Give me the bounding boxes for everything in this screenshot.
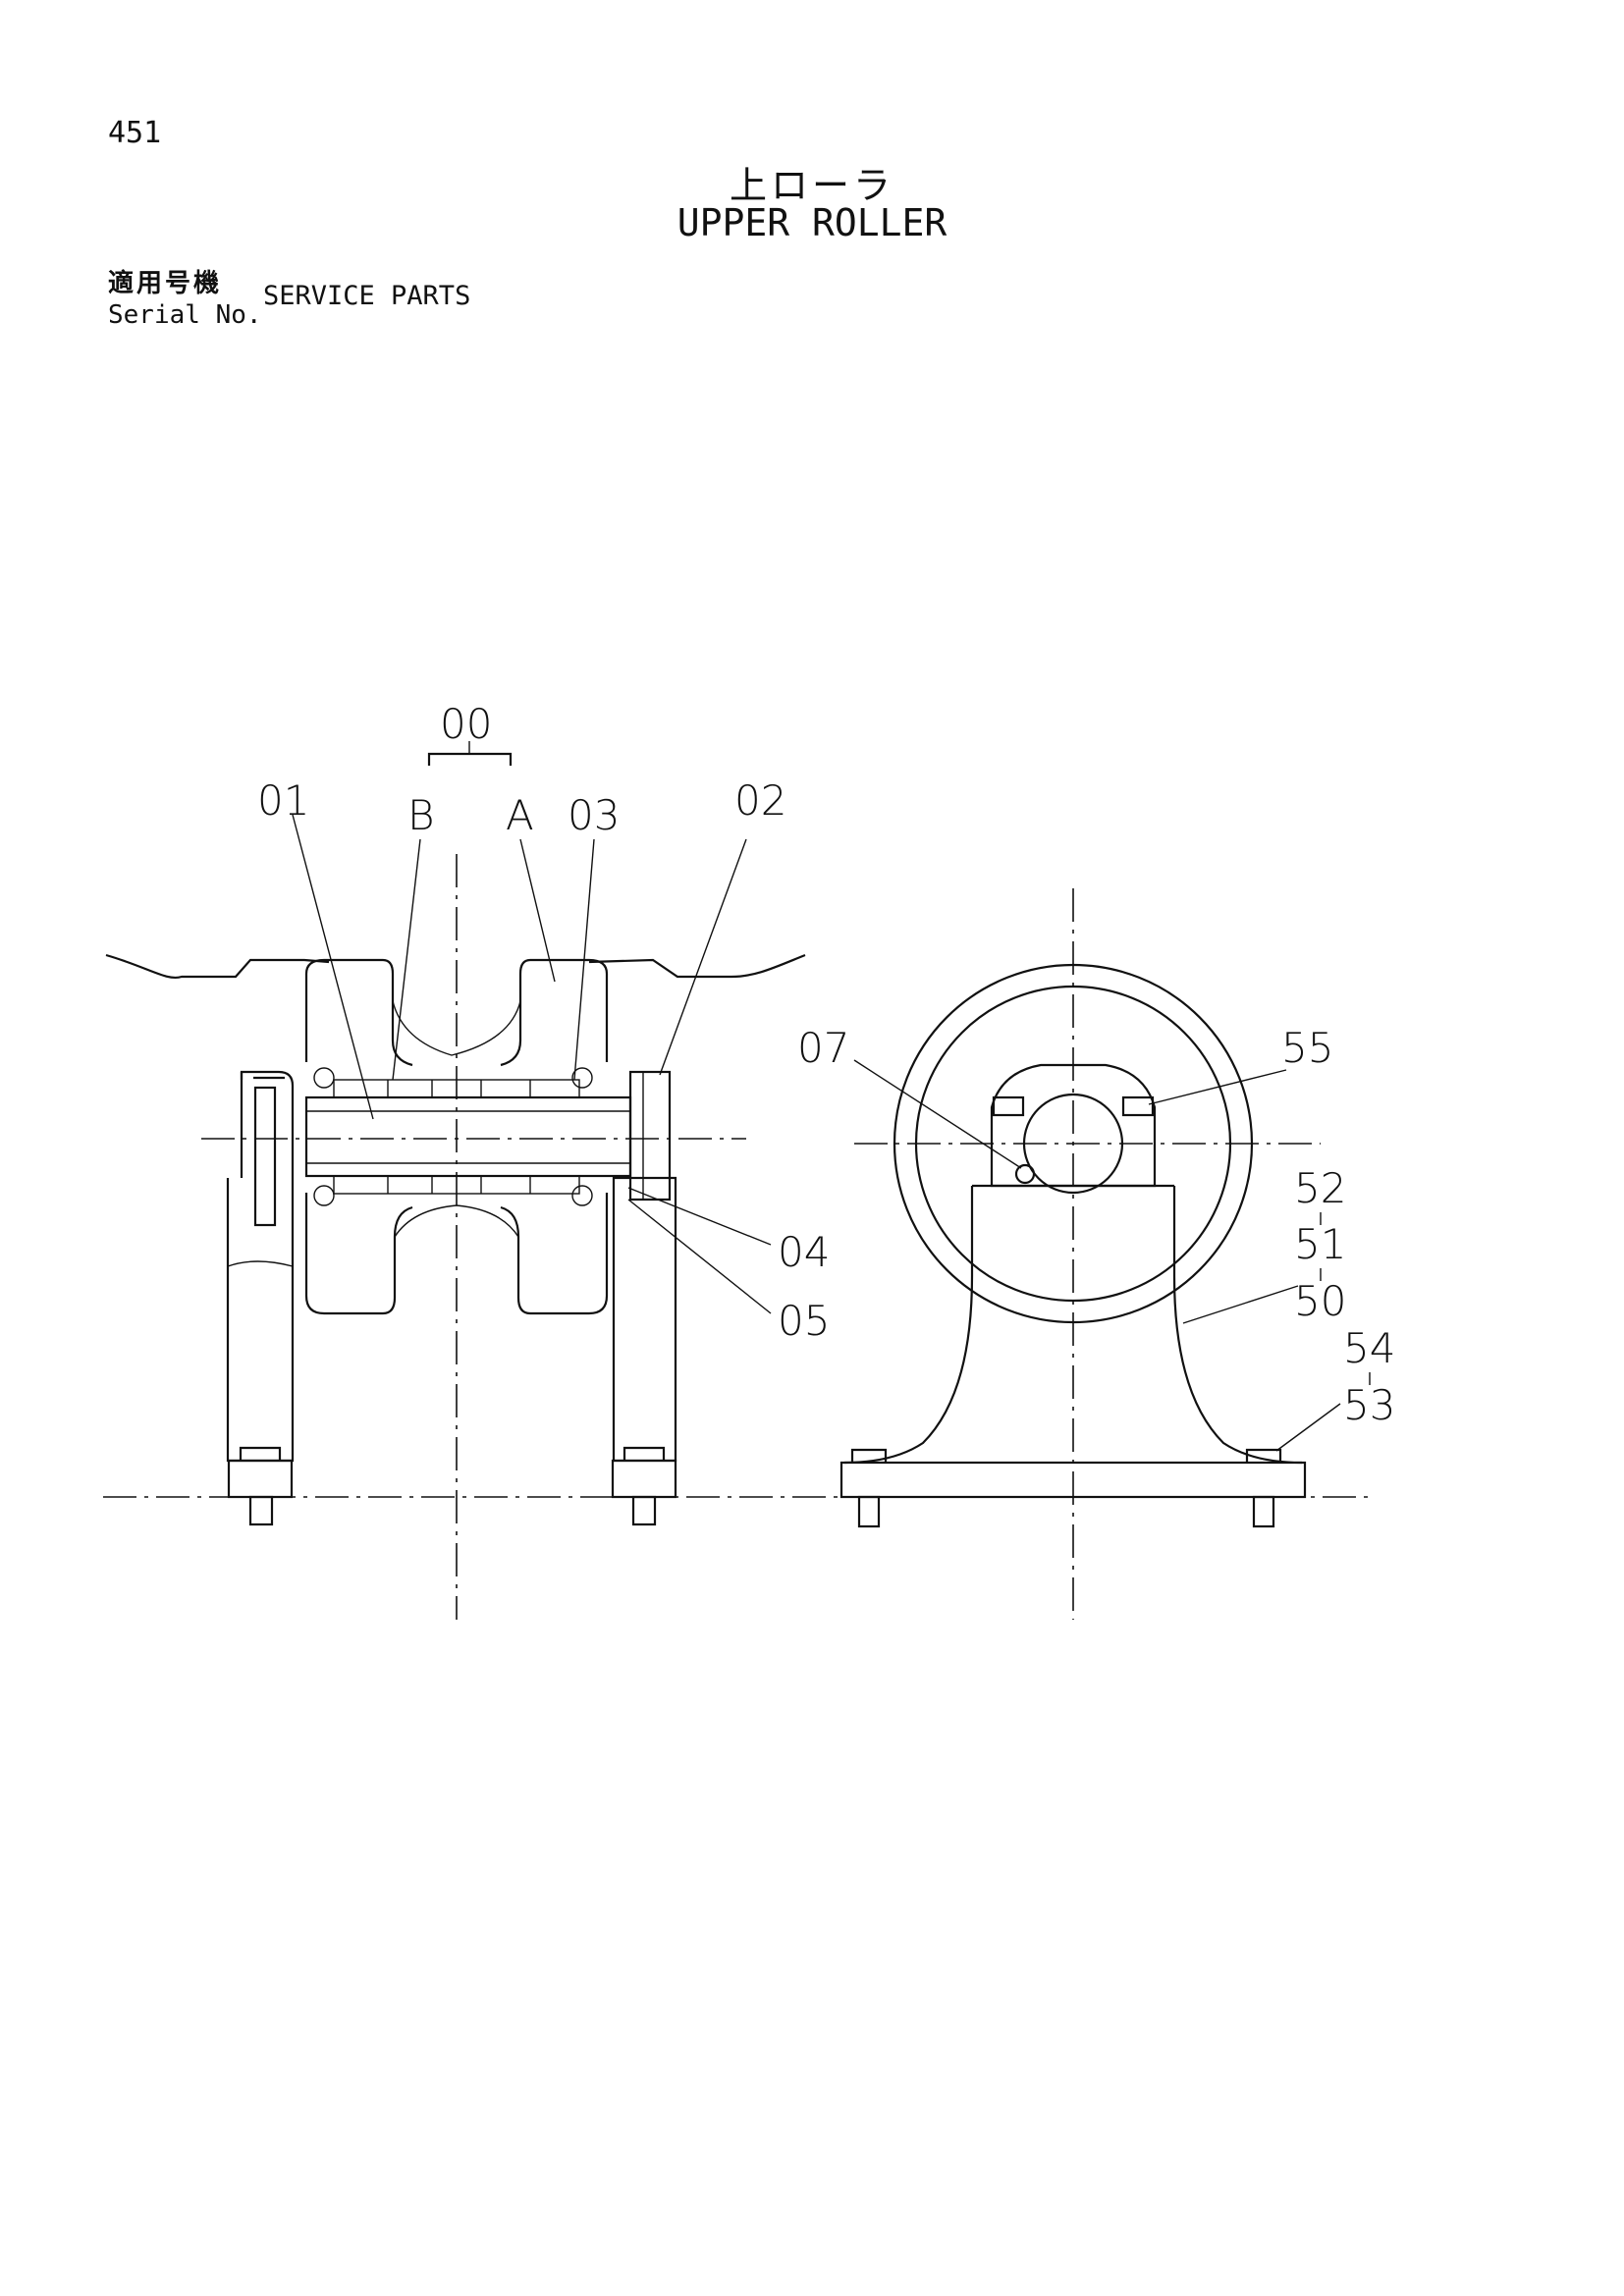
callout-51: 51: [1294, 1220, 1346, 1268]
roller-flange-lower-left: [304, 1193, 413, 1315]
callout-52: 52: [1294, 1164, 1346, 1212]
base-plate-left: [227, 1459, 294, 1499]
end-bolt-shank-right: [1252, 1495, 1275, 1528]
cap-bolt-right: [1121, 1095, 1155, 1117]
callout-55: 55: [1281, 1024, 1333, 1072]
bracket-left-break: [227, 1260, 294, 1267]
end-bolt-shank-left: [857, 1495, 881, 1528]
roller-groove-lower: [394, 1204, 519, 1238]
callout-bracket-00: [427, 752, 513, 766]
serial-value: SERVICE PARTS: [263, 281, 471, 311]
bolt-head-left: [239, 1446, 282, 1461]
roller-flange-upper-left: [304, 958, 413, 1067]
support-bracket-left-top: [240, 1072, 285, 1080]
seal-right-top: [571, 1067, 593, 1089]
track-link-left: [105, 953, 330, 980]
roller-flange-lower-right: [500, 1193, 609, 1315]
callout-04: 04: [778, 1228, 830, 1276]
leader-50: [1182, 1285, 1299, 1324]
shaft-circle: [1022, 1093, 1124, 1195]
grease-nipple: [1014, 1163, 1036, 1185]
cap-bolt-left: [992, 1095, 1025, 1117]
seal-left-top: [313, 1067, 335, 1089]
leader-A: [519, 838, 556, 983]
bolt-head-right: [623, 1446, 666, 1461]
pedestal-left-curve: [843, 1186, 974, 1465]
bolt-shank-right: [631, 1495, 657, 1526]
callout-07: 07: [797, 1024, 849, 1072]
callout-05: 05: [778, 1297, 830, 1345]
side-section-view: 00 01 B A 03 02 04 05: [103, 700, 1370, 1620]
end-bolt-head-right: [1245, 1448, 1282, 1463]
end-bolt-head-left: [850, 1448, 888, 1463]
support-bracket-left: [226, 1070, 295, 1463]
end-view: 07 55 52 51 50 54 53: [797, 888, 1395, 1620]
bearing-cap: [990, 1063, 1157, 1188]
roller-groove-upper: [392, 1000, 521, 1056]
leader-05: [627, 1199, 772, 1314]
callout-00: 00: [440, 700, 492, 748]
callout-01: 01: [257, 776, 309, 825]
roller-inner-circle: [914, 985, 1232, 1303]
callout-03: 03: [568, 791, 620, 839]
leader-55: [1148, 1069, 1287, 1105]
leader-01: [292, 814, 374, 1120]
bushing-bottom-sections: [387, 1176, 531, 1194]
end-view-base-plate: [839, 1461, 1307, 1499]
bushing-top-sections: [387, 1080, 531, 1097]
lock-bolt-left: [253, 1086, 277, 1227]
base-plate-right: [611, 1459, 677, 1499]
roller-outer-circle: [893, 963, 1254, 1324]
leader-03: [573, 838, 595, 1081]
diagram-title-english: UPPER ROLLER: [677, 201, 947, 244]
diagram-title-japanese: 上ローラ: [729, 164, 894, 207]
callout-54: 54: [1343, 1324, 1395, 1372]
callout-A: A: [506, 791, 534, 839]
shaft: [304, 1095, 632, 1178]
serial-label-japanese: 適用号機: [108, 269, 223, 298]
bushing-top: [333, 1079, 580, 1098]
callout-B: B: [407, 791, 435, 839]
leader-04: [627, 1187, 772, 1246]
leader-02: [659, 838, 747, 1076]
bolt-shank-left: [248, 1495, 274, 1526]
seal-left-bottom: [313, 1185, 335, 1206]
callout-53: 53: [1343, 1381, 1395, 1429]
callout-02: 02: [734, 776, 786, 825]
bushing-bottom: [333, 1175, 580, 1195]
roller-flange-upper-right: [500, 958, 609, 1067]
callout-50: 50: [1294, 1277, 1346, 1325]
leader-B: [392, 838, 421, 1081]
pedestal-right-curve: [1172, 1186, 1303, 1465]
leader-07: [853, 1059, 1022, 1169]
end-collar: [628, 1070, 672, 1201]
page-number: 451: [108, 116, 162, 150]
leader-53: [1275, 1403, 1341, 1452]
support-bracket-right: [612, 1176, 677, 1463]
seal-right-bottom: [571, 1185, 593, 1206]
serial-label-english: Serial No.: [108, 300, 262, 330]
